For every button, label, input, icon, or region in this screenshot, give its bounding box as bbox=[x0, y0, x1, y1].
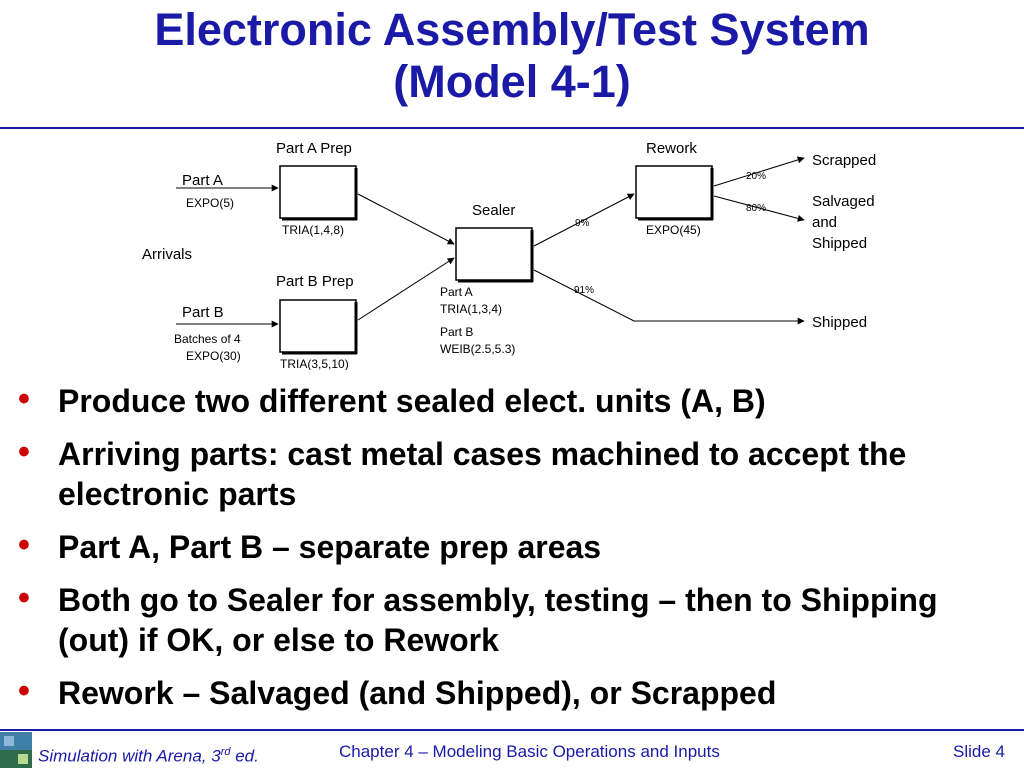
arrow-rework-to-salvaged bbox=[713, 195, 805, 222]
bullet-text: Both go to Sealer for assembly, testing … bbox=[58, 582, 938, 658]
slide-title-line-2: (Model 4-1) bbox=[393, 56, 631, 107]
bullet-list: • Produce two different sealed elect. uni… bbox=[16, 380, 1006, 726]
bullet-text: Arriving parts: cast metal cases machine… bbox=[58, 436, 907, 512]
arrow-a-prep-to-sealer bbox=[357, 193, 455, 245]
part-a-prep-box bbox=[279, 165, 357, 219]
part-b-prep-box bbox=[279, 299, 357, 353]
bullet-item: • Arriving parts: cast metal cases machin… bbox=[16, 433, 1006, 514]
label-scrapped: Scrapped bbox=[812, 152, 876, 169]
arrow-sealer-to-rework bbox=[533, 193, 635, 247]
footer-logo-icon bbox=[0, 732, 32, 768]
label-pct-shipped: 91% bbox=[574, 285, 594, 296]
label-pct-salvaged: 80% bbox=[746, 203, 766, 214]
slide-title: Electronic Assembly/Test System (Model 4… bbox=[0, 4, 1024, 108]
label-sealer-part-a-dist: TRIA(1,3,4) bbox=[440, 302, 502, 316]
label-part-a-dist: EXPO(5) bbox=[186, 196, 234, 210]
label-part-b-prep: Part B Prep bbox=[276, 273, 354, 290]
rework-box bbox=[635, 165, 713, 219]
label-salvaged-2: and bbox=[812, 214, 837, 231]
bullet-text: Produce two different sealed elect. unit… bbox=[58, 383, 766, 419]
label-salvaged-1: Salvaged bbox=[812, 193, 875, 210]
footer-book-end: ed. bbox=[230, 746, 259, 766]
label-sealer-part-b-dist: WEIB(2.5,5.3) bbox=[440, 342, 515, 356]
label-shipped: Shipped bbox=[812, 314, 867, 331]
label-sealer-part-b: Part B bbox=[440, 325, 473, 339]
bullet-item: • Both go to Sealer for assembly, testing… bbox=[16, 579, 1006, 660]
label-pct-scrapped: 20% bbox=[746, 171, 766, 182]
bullet-item: • Produce two different sealed elect. uni… bbox=[16, 380, 1006, 421]
sealer-box bbox=[455, 227, 533, 281]
footer-slide-number: Slide 4 bbox=[953, 742, 1005, 761]
arrow-b-prep-to-sealer bbox=[357, 257, 455, 321]
footer-book-title: Simulation with Arena, 3rd ed. bbox=[38, 742, 259, 767]
label-sealer: Sealer bbox=[472, 202, 515, 219]
arrow-rework-to-scrapped bbox=[713, 156, 805, 187]
bullet-item: • Rework – Salvaged (and Shipped), or Scr… bbox=[16, 672, 1006, 713]
bullet-text: Part A, Part B – separate prep areas bbox=[58, 529, 602, 565]
flow-diagram: Part A Prep Part A EXPO(5) TRIA(1,4,8) A… bbox=[142, 140, 876, 370]
slide-title-line-1: Electronic Assembly/Test System bbox=[154, 4, 870, 55]
bullet-dot-icon: • bbox=[18, 380, 30, 418]
label-rework-dist: EXPO(45) bbox=[646, 223, 701, 237]
label-part-b: Part B bbox=[182, 304, 224, 321]
footer-chapter: Chapter 4 – Modeling Basic Operations an… bbox=[339, 742, 720, 761]
bullet-text: Rework – Salvaged (and Shipped), or Scra… bbox=[58, 675, 777, 711]
label-pct-rework: 9% bbox=[575, 218, 590, 229]
bullet-item: • Part A, Part B – separate prep areas bbox=[16, 526, 1006, 567]
bullet-dot-icon: • bbox=[18, 579, 30, 617]
label-part-b-dist: EXPO(30) bbox=[186, 349, 241, 363]
label-arrivals: Arrivals bbox=[142, 246, 192, 263]
label-part-a: Part A bbox=[182, 172, 223, 189]
label-part-b-prep-dist: TRIA(3,5,10) bbox=[280, 357, 349, 370]
footer-divider bbox=[0, 729, 1024, 731]
label-rework: Rework bbox=[646, 140, 697, 157]
label-part-a-prep-dist: TRIA(1,4,8) bbox=[282, 223, 344, 237]
label-salvaged-3: Shipped bbox=[812, 235, 867, 252]
label-part-b-batch: Batches of 4 bbox=[174, 332, 241, 346]
footer-book-text: Simulation with Arena, 3 bbox=[38, 746, 221, 766]
footer-book-sup: rd bbox=[220, 746, 231, 758]
bullet-dot-icon: • bbox=[18, 433, 30, 471]
arrow-sealer-to-shipped bbox=[533, 269, 805, 325]
title-divider bbox=[0, 127, 1024, 129]
label-part-a-prep: Part A Prep bbox=[276, 140, 352, 157]
bullet-dot-icon: • bbox=[18, 526, 30, 564]
bullet-dot-icon: • bbox=[18, 672, 30, 710]
label-sealer-part-a: Part A bbox=[440, 285, 473, 299]
